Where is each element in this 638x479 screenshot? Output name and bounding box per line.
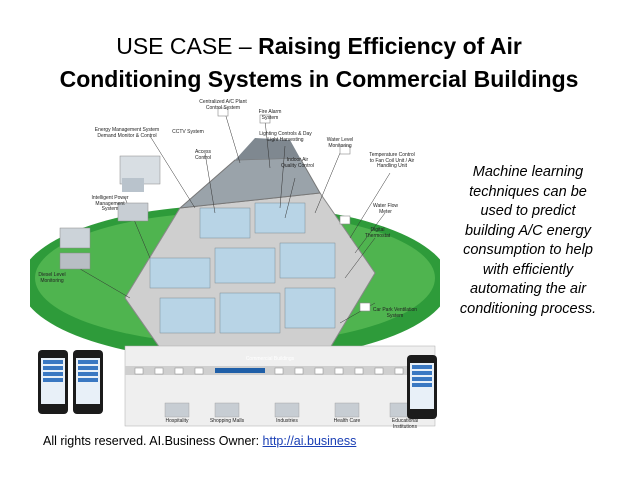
slide-title: USE CASE – Raising Efficiency of Air Con…: [0, 30, 638, 96]
label-thermostat: Digital Thermostat: [360, 228, 395, 239]
label-health: Health Care: [325, 419, 369, 425]
label-hvac: Centralized A/C Plant Control System: [198, 100, 248, 111]
label-diesel: Diesel Level Monitoring: [32, 273, 72, 284]
title-bold-2: Conditioning Systems in Commercial Build…: [60, 66, 579, 92]
label-malls: Shopping Malls: [205, 419, 249, 425]
label-iaq: Indoor Air Quality Control: [280, 158, 315, 169]
label-carpark: Car Park Ventilation System: [370, 308, 420, 319]
label-energy: Energy Management System Demand Monitor …: [92, 128, 162, 139]
label-band: Commercial Buildings: [235, 357, 305, 363]
label-water-flow: Water Flow Meter: [368, 204, 403, 215]
label-access: Access Control: [188, 150, 218, 161]
phone-right: [407, 355, 437, 419]
footer-link[interactable]: http://ai.business: [263, 434, 357, 448]
tank-photo: [60, 228, 90, 248]
phone-left-2: [73, 350, 103, 414]
label-water-level: Water Level Monitoring: [320, 138, 360, 149]
footer: All rights reserved. AI.Business Owner: …: [43, 434, 356, 448]
title-bold-1: Raising Efficiency of Air: [258, 33, 522, 59]
label-ipms: Intelligent Power Management System: [90, 196, 130, 213]
phone-left-1: [38, 350, 68, 414]
title-line-1: USE CASE – Raising Efficiency of Air: [0, 30, 638, 63]
label-temp: Temperature Control to Fan Coil Unit / A…: [368, 153, 416, 170]
label-education: Educational Institutions: [380, 419, 430, 430]
label-lighting: Lighting Controls & Day Light Harvesting: [258, 132, 313, 143]
label-industries: Industries: [265, 419, 309, 425]
generator-photo: [60, 253, 90, 269]
footer-text: All rights reserved. AI.Business Owner:: [43, 434, 263, 448]
title-line-2: Conditioning Systems in Commercial Build…: [0, 63, 638, 96]
label-fire: Fire Alarm System: [250, 110, 290, 121]
label-hospitality: Hospitality: [155, 419, 199, 425]
label-cctv: CCTV System: [168, 130, 208, 136]
ml-description: Machine learning techniques can be used …: [448, 163, 608, 319]
